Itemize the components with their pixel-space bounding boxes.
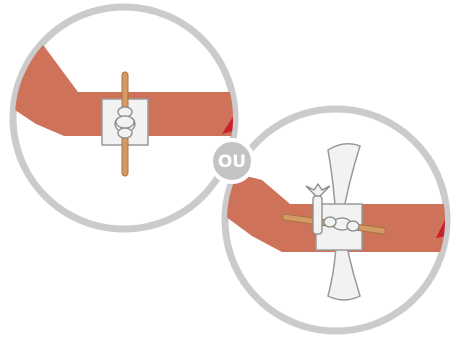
right-illustration <box>221 105 451 335</box>
left-illustration <box>9 3 239 233</box>
knot-right <box>323 216 360 232</box>
ou-badge <box>209 138 255 184</box>
limb-left <box>15 38 233 136</box>
ou-label: OU <box>218 152 246 172</box>
wound-mark-right <box>436 218 445 238</box>
knot-left <box>114 106 136 139</box>
tie-loop-right <box>305 182 331 235</box>
ou-separator: OU <box>209 138 255 184</box>
